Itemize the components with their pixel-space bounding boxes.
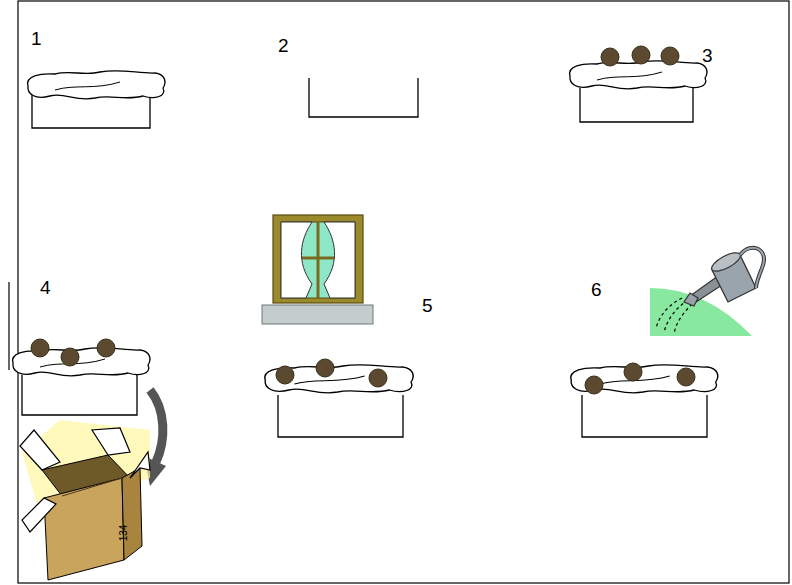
cardboard-box	[20, 420, 150, 580]
pot-with-seeds	[265, 359, 413, 437]
panel-number: 2	[278, 36, 289, 55]
pot-with-seeds	[570, 46, 707, 122]
box-label: 134	[119, 525, 129, 542]
pot-with-seeds	[13, 339, 150, 415]
panel-number: 4	[40, 278, 51, 297]
frame	[18, 1, 789, 583]
panel-number: 1	[31, 29, 42, 48]
edge-line	[8, 282, 9, 370]
panel-number: 6	[591, 280, 602, 299]
panel-number: 3	[702, 46, 713, 65]
pot-with-soil	[28, 71, 165, 128]
empty-pot	[309, 78, 418, 117]
panel-number: 5	[422, 296, 433, 315]
watering-can	[650, 248, 764, 336]
window	[262, 215, 373, 324]
pot-with-seeds	[571, 363, 718, 437]
